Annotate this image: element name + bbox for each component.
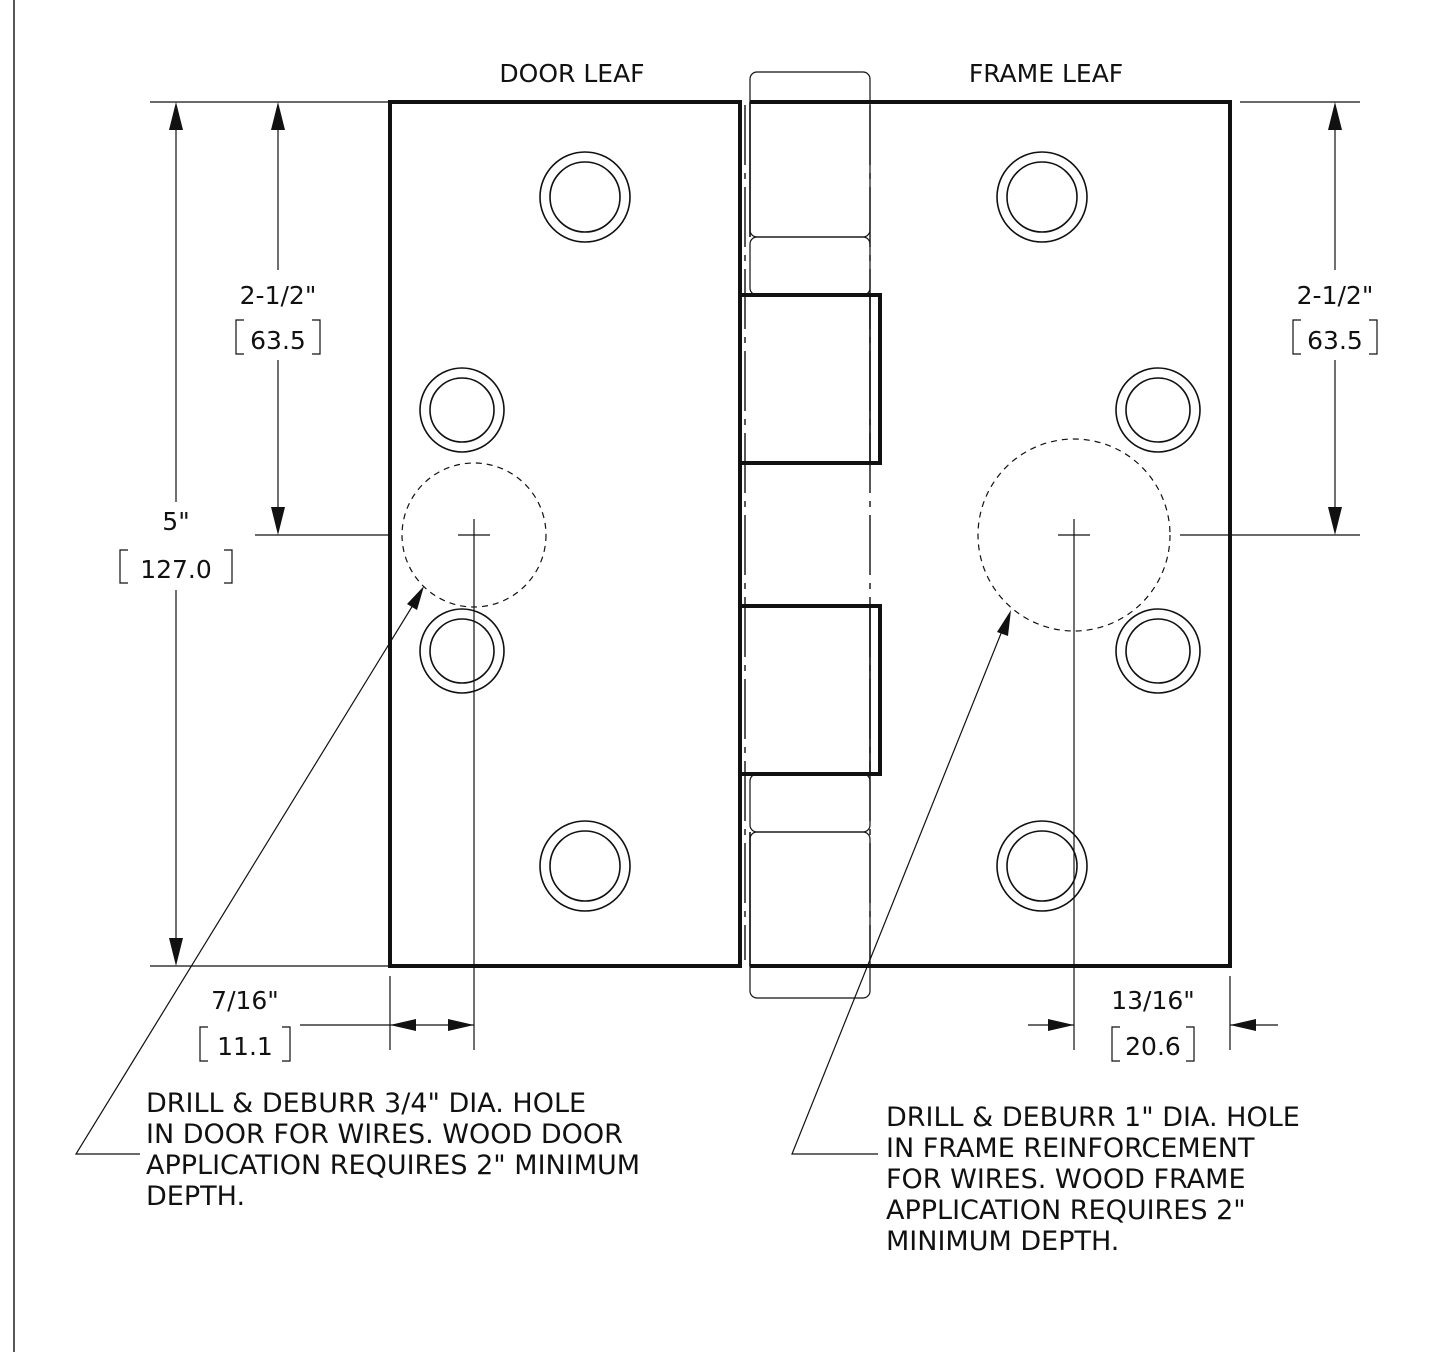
door-note-line: DRILL & DEBURR 3/4" DIA. HOLE <box>146 1088 586 1119</box>
dim-door-hole-offset: 7/16" 11.1 <box>199 986 474 1062</box>
extension-lines <box>150 101 1360 1050</box>
frame-wire-note: DRILL & DEBURR 1" DIA. HOLE IN FRAME REI… <box>886 1102 1308 1257</box>
dim-frame-hole-offset-imperial: 13/16" <box>1111 986 1195 1015</box>
door-note-line: IN DOOR FOR WIRES. WOOD DOOR <box>146 1119 623 1150</box>
dim-door-half-height-imperial: 2-1/2" <box>240 281 317 310</box>
dim-overall-height-metric: 127.0 <box>140 555 212 584</box>
screw-hole <box>1115 608 1201 694</box>
dim-door-hole-offset-metric: 11.1 <box>217 1032 273 1061</box>
frame-note-line: DRILL & DEBURR 1" DIA. HOLE <box>886 1102 1300 1133</box>
door-note-leader <box>74 586 424 1155</box>
dim-overall-height: 5" 127.0 <box>119 102 233 966</box>
dim-frame-hole-offset: 13/16" 20.6 <box>1028 986 1278 1062</box>
dim-door-hole-offset-imperial: 7/16" <box>211 986 279 1015</box>
door-leaf-label: DOOR LEAF <box>499 59 644 88</box>
screw-hole <box>419 367 505 453</box>
door-note-line: DEPTH. <box>146 1181 245 1212</box>
dim-door-half-height: 2-1/2" 63.5 <box>235 102 321 535</box>
door-screw-holes <box>419 151 631 912</box>
dim-frame-half-height: 2-1/2" 63.5 <box>1292 102 1378 535</box>
frame-leaf-label: FRAME LEAF <box>969 59 1123 88</box>
frame-note-line: FOR WIRES. WOOD FRAME <box>886 1164 1246 1195</box>
dim-door-half-height-metric: 63.5 <box>250 326 306 355</box>
screw-hole <box>996 151 1088 243</box>
frame-note-line: MINIMUM DEPTH. <box>886 1226 1119 1257</box>
screw-hole <box>419 608 505 694</box>
frame-note-line: APPLICATION REQUIRES 2" <box>886 1195 1246 1226</box>
frame-leaf-outline <box>750 100 1232 968</box>
dim-overall-height-imperial: 5" <box>162 507 189 536</box>
door-note-line: APPLICATION REQUIRES 2" MINIMUM <box>146 1150 640 1181</box>
screw-hole <box>539 820 631 912</box>
frame-screw-holes <box>996 151 1201 912</box>
door-wire-note: DRILL & DEBURR 3/4" DIA. HOLE IN DOOR FO… <box>146 1088 649 1212</box>
screw-hole <box>539 151 631 243</box>
dim-frame-half-height-imperial: 2-1/2" <box>1297 281 1374 310</box>
frame-note-leader <box>791 610 1011 1155</box>
dim-frame-half-height-metric: 63.5 <box>1307 326 1363 355</box>
frame-wire-hole <box>977 438 1171 632</box>
screw-hole <box>996 820 1088 912</box>
screw-hole <box>1115 367 1201 453</box>
frame-note-line: IN FRAME REINFORCEMENT <box>886 1133 1255 1164</box>
dim-frame-hole-offset-metric: 20.6 <box>1125 1032 1181 1061</box>
hinge-knuckles <box>738 71 882 999</box>
